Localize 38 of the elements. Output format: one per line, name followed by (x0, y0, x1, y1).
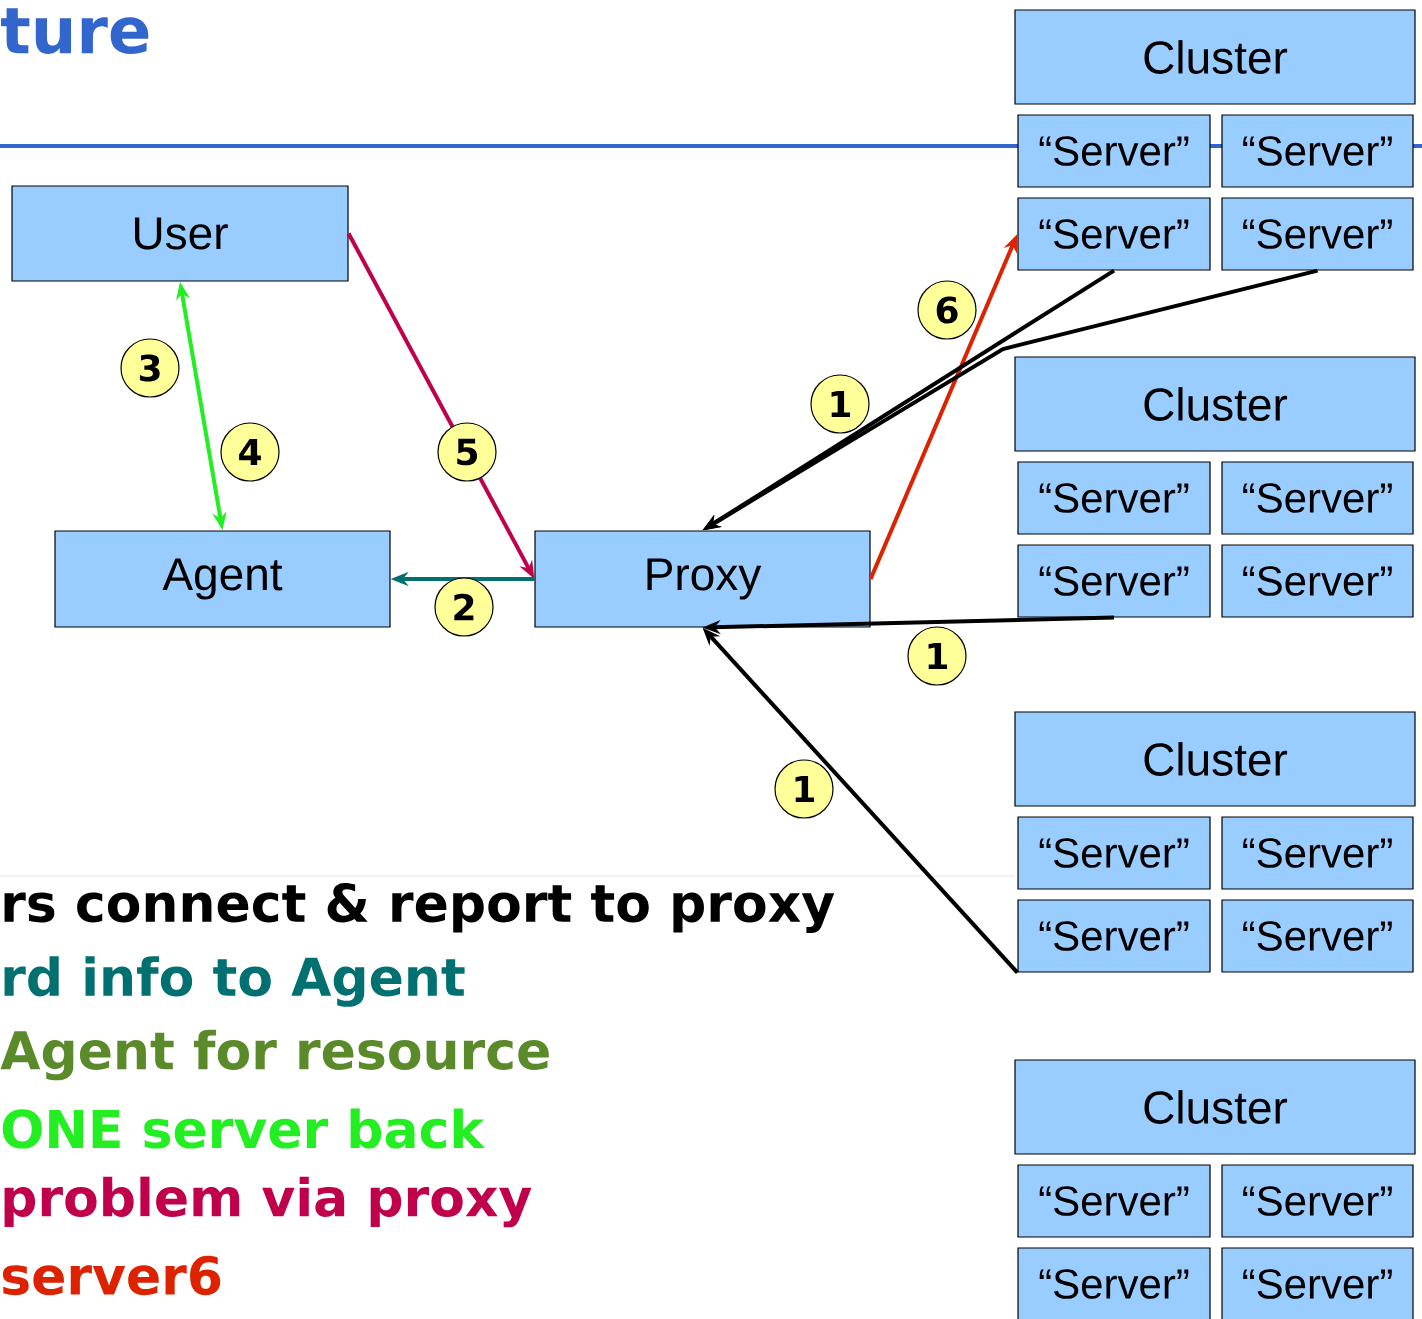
slide-title: ture (1, 8, 149, 55)
process-box: Proxy (534, 530, 871, 628)
process-box: User (11, 185, 349, 282)
cluster-box: Cluster (1014, 9, 1416, 105)
server-box: “Server” (1017, 1164, 1211, 1238)
server-box: “Server” (1221, 1247, 1414, 1319)
server-box: “Server” (1017, 1247, 1211, 1319)
step-number: 1 (810, 374, 870, 434)
cluster-box: Cluster (1014, 711, 1416, 807)
cluster-box: Cluster (1014, 1059, 1416, 1155)
step-description: problem via proxy (4, 1176, 532, 1228)
server-box: “Server” (1017, 114, 1211, 188)
server-box: “Server” (1221, 816, 1414, 890)
server-box: “Server” (1221, 461, 1414, 535)
server-box: “Server” (1221, 544, 1414, 618)
server-box: “Server” (1017, 544, 1211, 618)
server-box: “Server” (1221, 1164, 1414, 1238)
step-description: ONE server back (2, 1108, 485, 1149)
server-box: “Server” (1221, 899, 1414, 973)
step-number: 2 (434, 577, 494, 637)
step-number: 1 (774, 759, 834, 819)
step-number: 5 (437, 422, 497, 482)
server-box: “Server” (1017, 197, 1211, 271)
step-description: rs connect & report to proxy (4, 883, 835, 933)
server-box: “Server” (1017, 816, 1211, 890)
server-box: “Server” (1017, 899, 1211, 973)
step-number: 3 (120, 338, 180, 398)
step-number: 4 (220, 422, 280, 482)
step-description: Agent for resource (0, 1029, 549, 1081)
process-box: Agent (54, 530, 391, 628)
server-box: “Server” (1017, 461, 1211, 535)
cluster-box: Cluster (1014, 356, 1416, 452)
server-box: “Server” (1221, 114, 1414, 188)
step-number: 1 (907, 626, 967, 686)
step-description: server6 (2, 1255, 221, 1296)
step-description: rd info to Agent (4, 956, 465, 1007)
server-box: “Server” (1221, 197, 1414, 271)
step-number: 6 (917, 280, 977, 340)
